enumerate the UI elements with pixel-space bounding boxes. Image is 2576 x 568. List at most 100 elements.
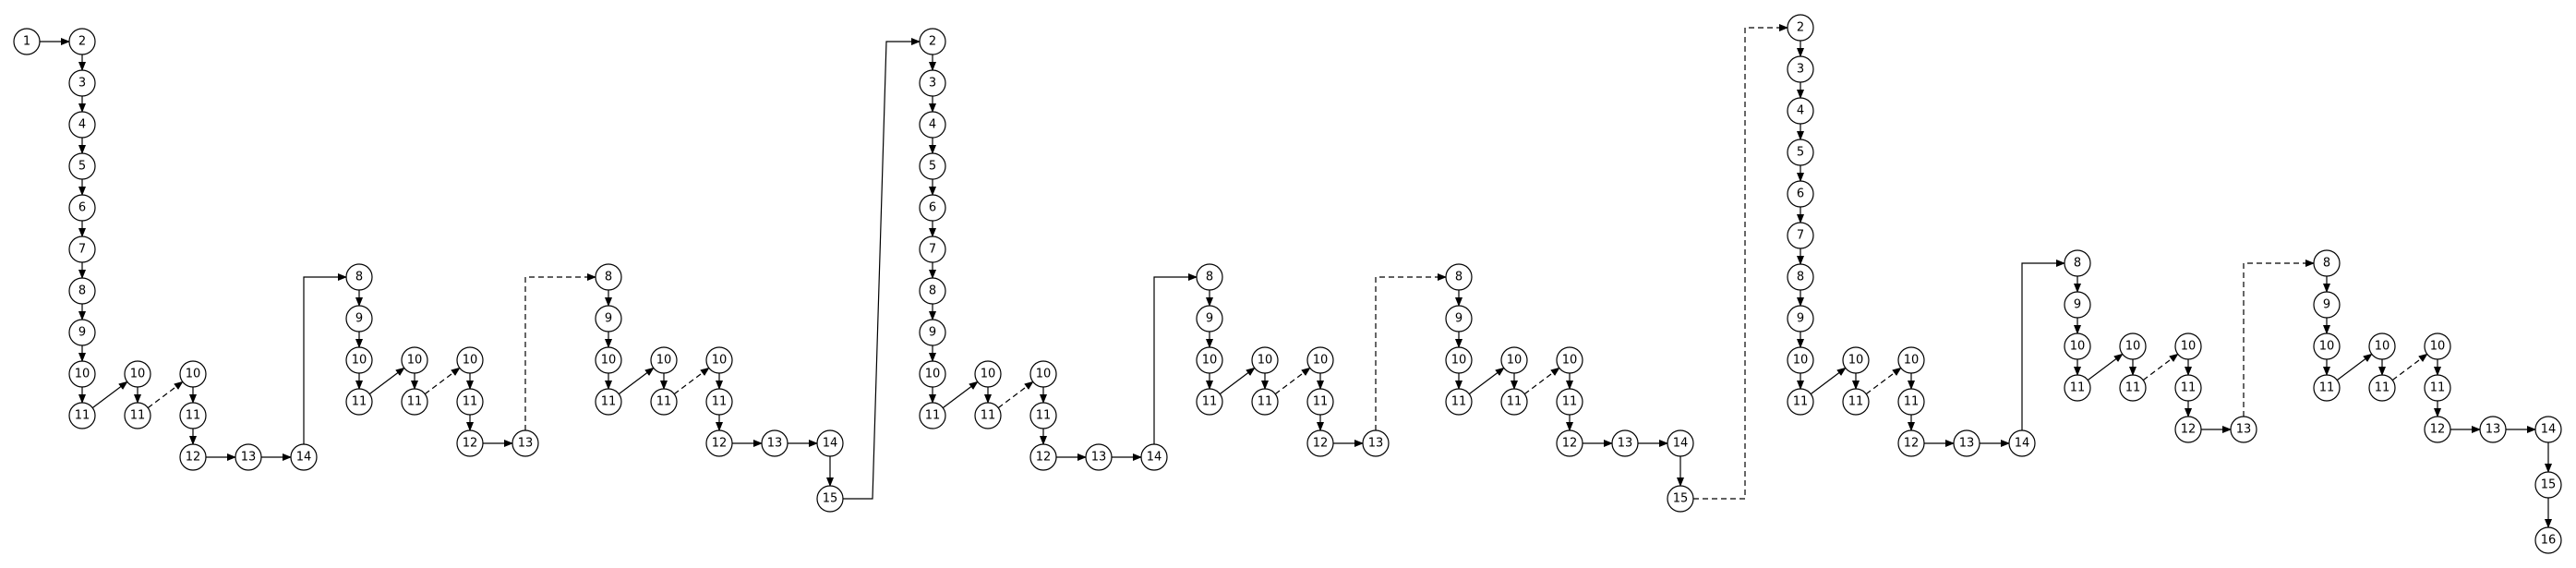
node-s2-23: 10: [2174, 332, 2202, 360]
node-label: 11: [981, 409, 996, 423]
node-label: 11: [1313, 395, 1329, 409]
node-circle: [2424, 332, 2451, 360]
node-circle: [919, 111, 946, 139]
node-label: 11: [2319, 381, 2335, 395]
node-circle: [2313, 332, 2341, 360]
node-circle: [1196, 388, 1223, 416]
node-label: 7: [78, 243, 86, 257]
node-label: 13: [2236, 423, 2252, 437]
node-circle: [124, 402, 151, 429]
node-s2-39: 16: [2534, 526, 2562, 554]
node-circle: [68, 277, 96, 305]
node-s0-35: 11: [705, 388, 733, 416]
node-label: 13: [1618, 437, 1633, 451]
node-circle: [1445, 346, 1473, 374]
node-s1-27: 8: [1445, 263, 1473, 291]
node-label: 10: [2181, 340, 2197, 354]
node-label: 10: [463, 354, 478, 368]
node-circle: [1140, 443, 1168, 471]
node-s0-17: 14: [290, 443, 318, 471]
node-label: 12: [2430, 423, 2446, 437]
node-s1-14: 12: [1029, 443, 1057, 471]
node-label: 9: [929, 326, 936, 340]
node-circle: [1787, 180, 1814, 208]
node-s1-23: 10: [1306, 346, 1334, 374]
node-s1-33: 10: [1556, 346, 1583, 374]
edge-s1-16-17: [1153, 273, 1198, 444]
node-label: 10: [1451, 354, 1467, 368]
node-s2-30: 11: [2313, 374, 2341, 402]
node-circle: [1897, 429, 1925, 457]
node-circle: [68, 360, 96, 388]
node-label: 10: [656, 354, 672, 368]
node-circle: [919, 152, 946, 180]
node-label: 11: [1562, 395, 1578, 409]
node-circle: [68, 28, 96, 55]
node-label: 11: [1258, 395, 1273, 409]
edge-s1-26-27: [1375, 273, 1447, 430]
node-s0-21: 11: [345, 388, 373, 416]
node-label: 8: [78, 284, 86, 298]
node-label: 2: [929, 35, 936, 49]
node-s0-3: 4: [68, 111, 96, 139]
node-s1-9: 11: [919, 402, 946, 429]
node-s0-26: 12: [456, 429, 484, 457]
node-label: 14: [2015, 437, 2030, 451]
node-circle: [919, 360, 946, 388]
node-circle: [919, 236, 946, 263]
connector-segment-0-to-1: [843, 38, 921, 500]
node-circle: [2119, 332, 2147, 360]
node-s1-37: 14: [1667, 429, 1694, 457]
node-circle: [1445, 305, 1473, 332]
node-circle: [235, 443, 262, 471]
node-s0-4: 5: [68, 152, 96, 180]
edge-s0-12-13: [147, 381, 184, 409]
node-label: 9: [78, 326, 86, 340]
node-s1-29: 10: [1445, 346, 1473, 374]
node-circle: [1787, 305, 1814, 332]
node-circle: [2174, 332, 2202, 360]
node-label: 12: [712, 437, 728, 451]
node-circle: [816, 485, 844, 513]
node-label: 13: [1368, 437, 1384, 451]
node-circle: [1611, 429, 1639, 457]
node-label: 10: [2125, 340, 2141, 354]
node-label: 10: [186, 368, 201, 381]
node-label: 8: [605, 271, 612, 284]
edge-s0-17-18: [303, 273, 347, 444]
node-s1-8: 10: [919, 360, 946, 388]
node-label: 11: [1451, 395, 1467, 409]
node-s1-13: 11: [1029, 402, 1057, 429]
node-circle: [2424, 374, 2451, 402]
node-s0-12: 11: [124, 402, 151, 429]
edge-s0-33-34: [673, 367, 710, 395]
node-label: 3: [1797, 63, 1804, 77]
node-s2-33: 10: [2424, 332, 2451, 360]
node-circle: [2313, 249, 2341, 277]
node-circle: [1842, 346, 1870, 374]
node-s0-30: 10: [595, 346, 622, 374]
node-s0-6: 7: [68, 236, 96, 263]
node-s2-22: 11: [2119, 374, 2147, 402]
node-circle: [816, 429, 844, 457]
node-label: 5: [1797, 146, 1804, 160]
node-s1-12: 10: [1029, 360, 1057, 388]
node-s1-34: 11: [1556, 388, 1583, 416]
node-label: 7: [1797, 229, 1804, 243]
node-s0-2: 3: [68, 69, 96, 97]
node-label: 10: [2430, 340, 2446, 354]
node-label: 10: [712, 354, 728, 368]
node-s1-11: 11: [974, 402, 1002, 429]
node-s1-16: 14: [1140, 443, 1168, 471]
node-label: 11: [712, 395, 728, 409]
node-circle: [1842, 388, 1870, 416]
node-circle: [2064, 291, 2091, 319]
node-label: 10: [407, 354, 423, 368]
node-circle: [1196, 346, 1223, 374]
node-s2-17: 8: [2064, 249, 2091, 277]
node-circle: [2368, 332, 2396, 360]
node-label: 9: [2323, 298, 2330, 312]
node-circle: [1029, 443, 1057, 471]
node-circle: [1787, 263, 1814, 291]
node-label: 10: [352, 354, 367, 368]
